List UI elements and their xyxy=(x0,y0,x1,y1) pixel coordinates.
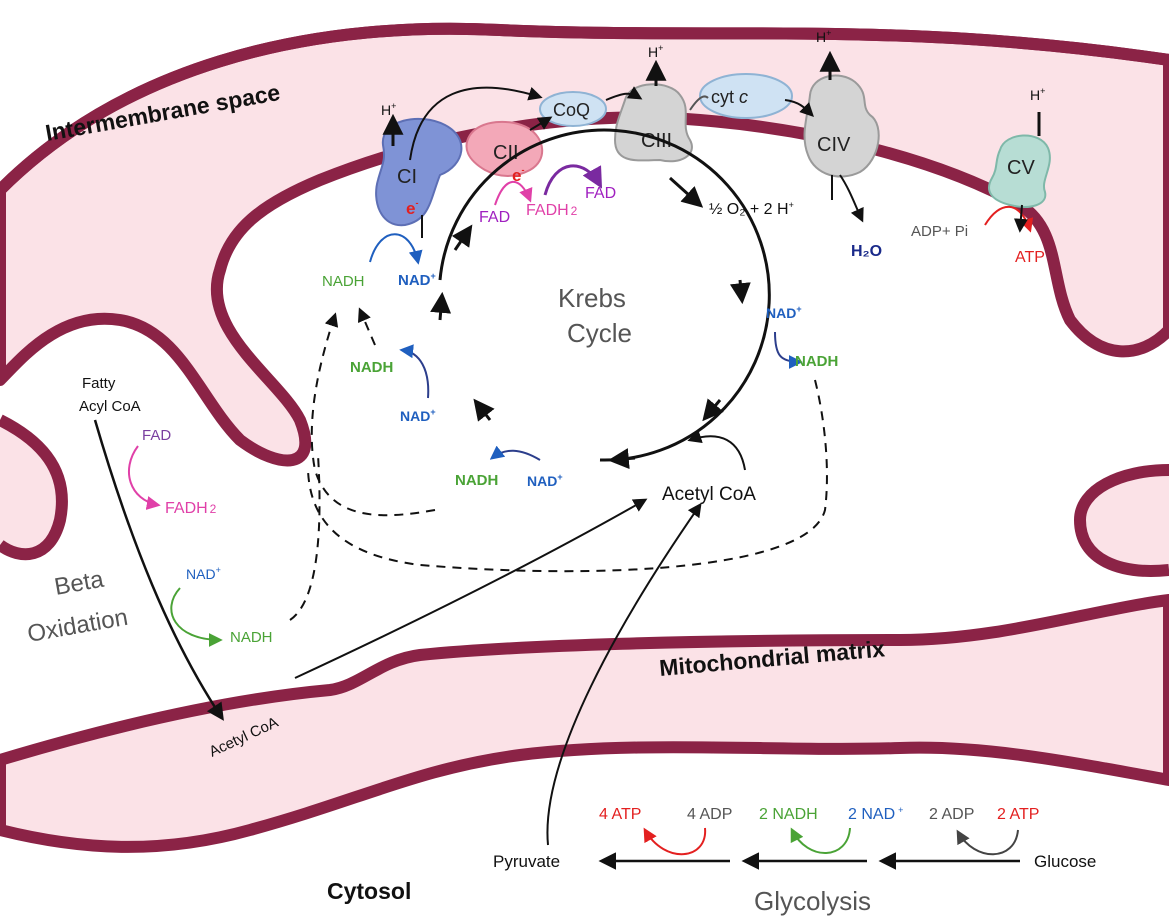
cytc-label: cyt c xyxy=(711,87,748,107)
left-crista xyxy=(0,414,68,561)
acetyl-coa-entry-arrow xyxy=(687,429,746,471)
krebs-nad-bottom: NAD+ xyxy=(527,472,563,489)
civ-proton: H+ xyxy=(816,28,831,45)
outer-membrane-line xyxy=(0,22,1169,195)
glycolysis-2atp: 2 ATP xyxy=(997,806,1039,823)
nad-to-nadh-glycolysis-arrow xyxy=(790,827,851,854)
krebs-left-arrow xyxy=(399,344,430,399)
krebs-nad-left: NAD+ xyxy=(400,407,436,424)
complex-v-shape xyxy=(988,134,1051,208)
ci-to-coq-arrow xyxy=(409,86,543,161)
atp-label: ATP xyxy=(1015,249,1045,266)
complex-i-shape xyxy=(375,117,463,227)
krebs-title-line1: Krebs xyxy=(558,283,626,313)
water-label: H₂O xyxy=(851,243,882,260)
etc-fad-2: FAD xyxy=(585,185,616,202)
krebs-bottom-arrow xyxy=(489,445,541,461)
cv-down-line xyxy=(1013,204,1028,233)
ci-proton: H+ xyxy=(381,101,396,118)
glycolysis-4adp: 4 ADP xyxy=(687,806,732,823)
complex-ii-shape xyxy=(465,120,544,177)
pyruvate-to-krebs-arrow xyxy=(546,502,702,846)
cv-proton: H+ xyxy=(1030,86,1045,103)
krebs-nadh-right: NADH xyxy=(795,353,838,370)
dashed-beta-return xyxy=(289,454,321,621)
krebs-nadh-left: NADH xyxy=(350,359,393,376)
krebs-arrow-top xyxy=(668,176,704,208)
beta-nad-arrow xyxy=(170,587,223,647)
krebs-title-line2: Cycle xyxy=(567,318,632,348)
krebs-nadh-bottom: NADH xyxy=(455,472,498,489)
krebs-arrow-lower-left xyxy=(473,398,495,422)
dashed-bottom-return xyxy=(310,312,436,517)
ci-nad: NAD+ xyxy=(398,271,436,289)
krebs-right-arrow xyxy=(774,331,803,369)
glycolysis-pyruvate: Pyruvate xyxy=(493,852,560,871)
coq-shape xyxy=(539,91,607,127)
complex-iv-shape xyxy=(803,74,880,178)
right-crista xyxy=(1073,464,1169,577)
glycolysis-glucose: Glucose xyxy=(1034,852,1096,871)
complex-iv-label: CIV xyxy=(817,134,851,156)
nadh-to-nad-ci-arrow xyxy=(369,233,423,265)
beta-nad: NAD+ xyxy=(186,565,221,582)
complex-ii-electron: e- xyxy=(512,165,524,185)
beta-fatty-line1: Fatty xyxy=(82,375,116,392)
cytc-to-civ-arrow xyxy=(784,99,814,117)
etc-fad-1: FAD xyxy=(479,209,510,226)
beta-fatty-line2: Acyl CoA xyxy=(79,398,141,415)
coq-label: CoQ xyxy=(553,100,590,120)
complex-i-label: CI xyxy=(397,166,417,188)
cytc-shape xyxy=(699,73,793,119)
fad-to-fadh2-arrow xyxy=(494,180,533,206)
glycolysis-2nadh: 2 NADH xyxy=(759,806,818,823)
dashed-right-return xyxy=(307,379,828,573)
glycolysis-2adp: 2 ADP xyxy=(929,806,974,823)
krebs-nad-right: NAD+ xyxy=(766,304,802,321)
krebs-arrow-lower-right xyxy=(702,398,724,422)
coq-to-ciii-arrow xyxy=(605,86,643,101)
glycolysis-4atp: 4 ATP xyxy=(599,806,641,823)
complex-i-electron: e- xyxy=(406,198,418,218)
ciii-proton: H+ xyxy=(648,43,663,60)
beta-fad: FAD xyxy=(142,427,171,444)
krebs-arrow-left xyxy=(430,291,452,321)
civ-water-arrow xyxy=(839,174,864,223)
glycolysis-title: Glycolysis xyxy=(754,886,871,916)
adp-to-atp-glycolysis2-arrow xyxy=(956,829,1019,856)
oxygen-label: ½ O₂ + 2 H+ xyxy=(709,200,794,218)
fadh2-to-fad-arrow xyxy=(543,164,603,196)
beta-title-line1: Beta xyxy=(52,566,106,601)
beta-fad-arrow xyxy=(128,445,161,510)
dashed-krebs-left-up xyxy=(357,307,376,346)
krebs-arrow-right xyxy=(729,279,751,305)
complex-v-label: CV xyxy=(1007,157,1035,179)
beta-main-arrow xyxy=(93,419,224,721)
label-cytosol: Cytosol xyxy=(327,878,411,904)
ci-nadh: NADH xyxy=(322,273,365,290)
beta-title-line2: Oxidation xyxy=(25,604,130,648)
beta-to-krebs-arrow xyxy=(294,498,648,679)
beta-nadh: NADH xyxy=(230,629,273,646)
adp-pi-label: ADP+ Pi xyxy=(911,223,968,240)
adp-to-atp-glycolysis-arrow xyxy=(643,827,707,856)
ciii-to-cytc-arrow xyxy=(689,95,709,111)
glycolysis-2nad: 2 NAD+ xyxy=(848,805,903,823)
complex-iii-shape xyxy=(613,83,693,163)
krebs-arrow-upper-left xyxy=(451,224,473,251)
krebs-acetyl-coa: Acetyl CoA xyxy=(662,484,756,505)
outer-membrane xyxy=(0,0,1169,190)
cii-to-coq-arrow xyxy=(529,116,553,131)
krebs-arrow-bottom xyxy=(607,448,636,470)
complex-ii-label: CII xyxy=(493,142,519,164)
